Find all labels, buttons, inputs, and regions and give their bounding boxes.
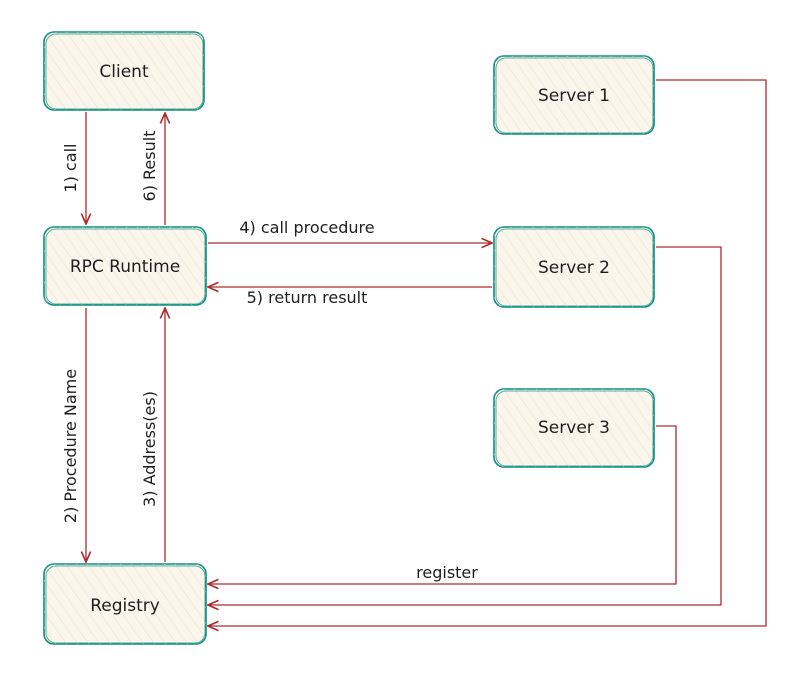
server3-label: Server 3 bbox=[538, 418, 610, 438]
rpc-runtime-node: RPC Runtime bbox=[43, 226, 207, 306]
registry-node: Registry bbox=[43, 563, 207, 645]
edge-procedure-name-label: 2) Procedure Name bbox=[61, 369, 80, 523]
edge-return-result-label: 5) return result bbox=[247, 288, 368, 307]
edge-result-label: 6) Result bbox=[140, 131, 159, 202]
server2-node: Server 2 bbox=[493, 226, 655, 308]
client-node: Client bbox=[43, 31, 205, 111]
edge-call-label: 1) call bbox=[61, 144, 80, 193]
server1-node: Server 1 bbox=[493, 55, 655, 135]
edge-call-procedure-label: 4) call procedure bbox=[239, 218, 374, 237]
edge-addresses-label: 3) Address(es) bbox=[140, 391, 159, 507]
edge-register-server1 bbox=[208, 79, 767, 626]
edge-register-server3 bbox=[208, 425, 677, 584]
registry-label: Registry bbox=[90, 596, 160, 616]
server1-label: Server 1 bbox=[538, 86, 610, 106]
edge-register-label: register bbox=[416, 563, 478, 582]
server3-node: Server 3 bbox=[493, 388, 655, 468]
server2-label: Server 2 bbox=[538, 258, 610, 278]
client-label: Client bbox=[99, 62, 149, 82]
rpc-runtime-label: RPC Runtime bbox=[70, 257, 180, 277]
edge-register-server2 bbox=[208, 246, 722, 605]
